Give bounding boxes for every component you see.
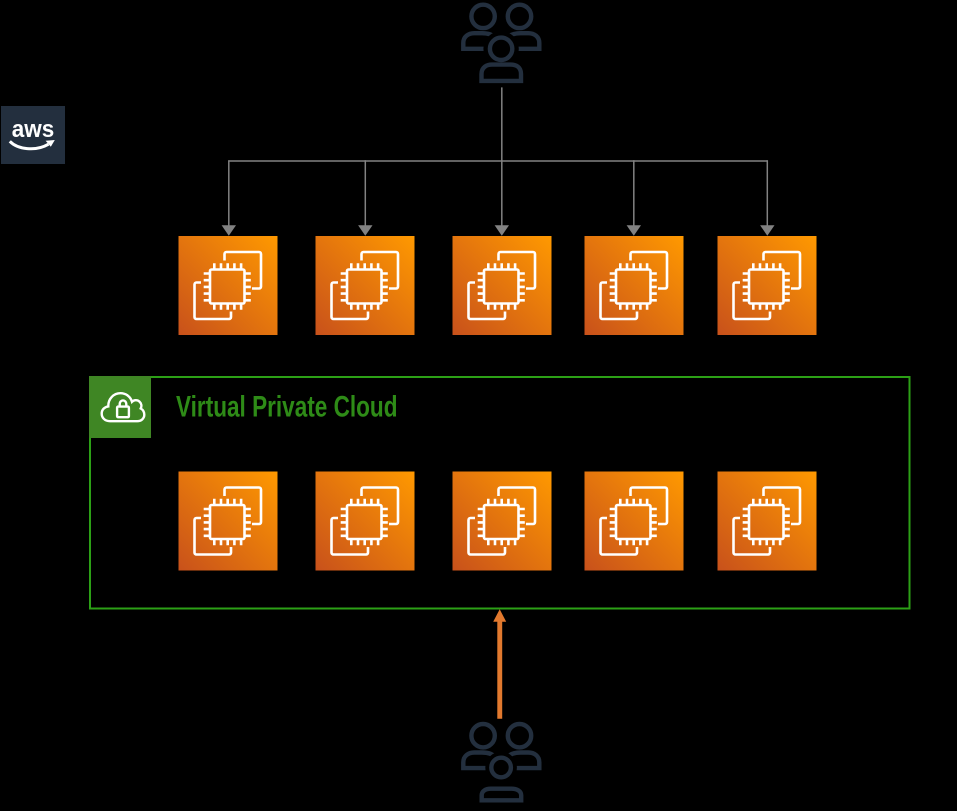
svg-text:Virtual Private Cloud: Virtual Private Cloud bbox=[176, 390, 398, 423]
svg-text:aws: aws bbox=[12, 116, 55, 143]
